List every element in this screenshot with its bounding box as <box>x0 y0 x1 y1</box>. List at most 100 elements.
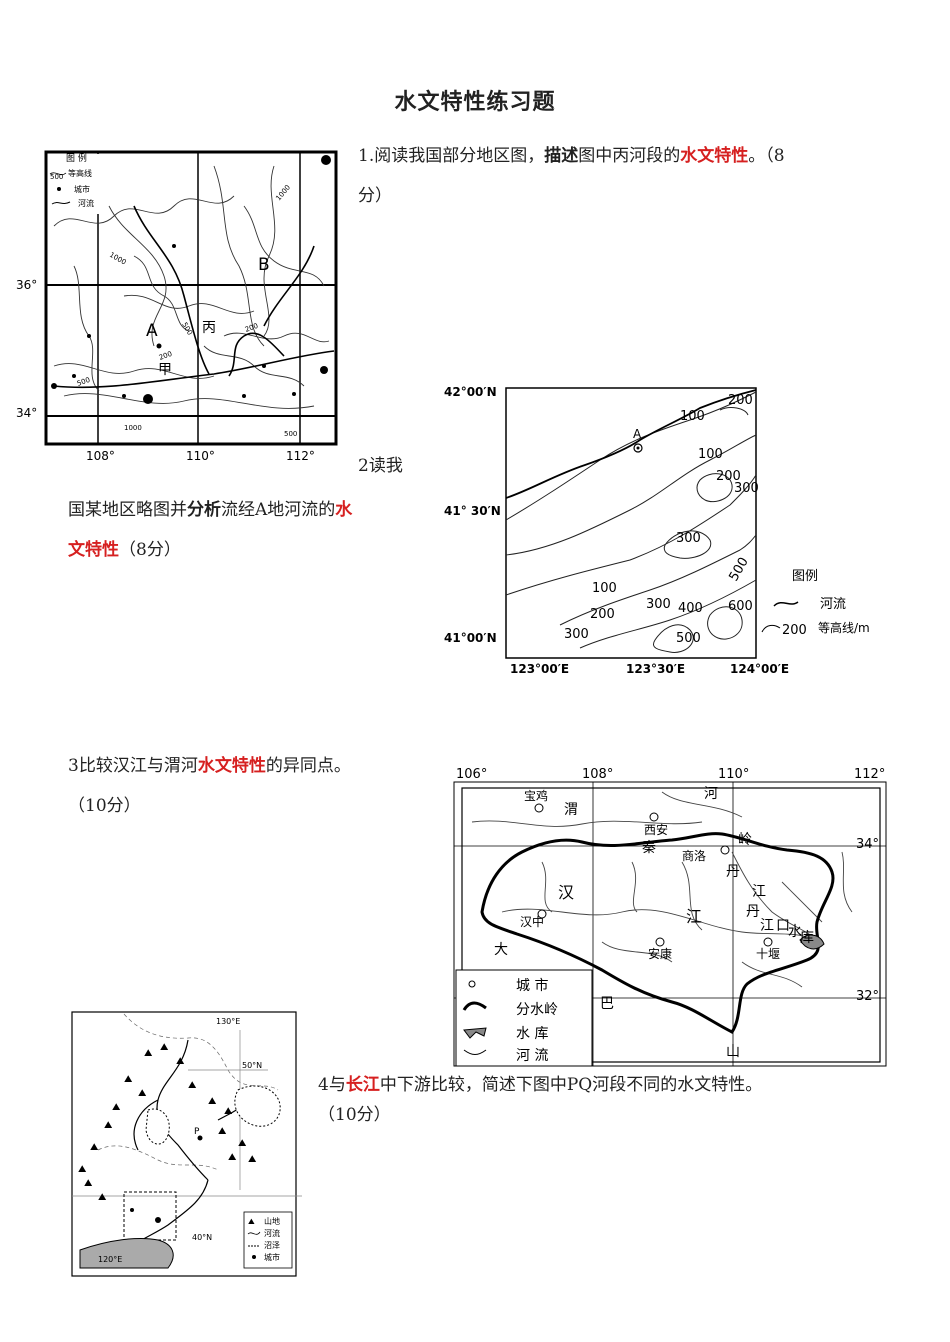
q3-suffix: 的异同点。 <box>265 756 351 776</box>
map3-char-ba: 巴 <box>600 996 614 1012</box>
map2-c-200b: 200 <box>716 469 741 484</box>
map2-point-A: A <box>633 427 642 441</box>
q4-suffix: 中下游比较，简述下图中PQ河段不同的水文特性。 <box>379 1075 763 1095</box>
map4-legend-swamp: 沼泽 <box>264 1241 280 1250</box>
svg-text:⛰: ⛰ <box>208 1096 217 1107</box>
map2-lat-41: 41°00′N <box>444 631 497 645</box>
map3-legend-city: 城 市 <box>516 977 548 994</box>
q1-red: 水文特性 <box>680 146 749 166</box>
map2-c-100c: 100 <box>592 581 617 596</box>
map2-c-400: 400 <box>678 601 703 616</box>
map4-point-P: P <box>194 1127 200 1137</box>
svg-text:⛰: ⛰ <box>144 1048 153 1059</box>
svg-text:⛰: ⛰ <box>228 1152 237 1163</box>
map3-lon-106: 106° <box>456 767 487 782</box>
map3-char-qin: 秦 <box>642 840 656 856</box>
map3-lat-34: 34° <box>856 837 879 852</box>
question-2: 国某地区略图并分析流经A地河流的水 文特性（8分） <box>68 490 418 570</box>
svg-text:⛰: ⛰ <box>84 1178 93 1189</box>
q1-line2: 分） <box>358 186 392 206</box>
map3-lat-32: 32° <box>856 989 879 1004</box>
page-title: 水文特性练习题 <box>394 89 556 115</box>
map3-city-hanzhong: 汉中 <box>520 914 544 929</box>
map2-c-200a: 200 <box>728 393 753 408</box>
q1-suffix: 。（8 <box>748 146 785 166</box>
map-4-northeast: P ⛰⛰⛰ ⛰⛰⛰ ⛰⛰⛰ ⛰⛰⛰ ⛰⛰⛰ ⛰⛰⛰ 130°E 50°N 40°… <box>71 1011 302 1277</box>
map3-char-han: 汉 <box>558 883 574 902</box>
map4-lat-40: 40°N <box>192 1233 212 1242</box>
map1-legend-river: 河流 <box>78 198 94 208</box>
svg-text:⛰: ⛰ <box>124 1074 133 1085</box>
map4-lon-120: 120°E <box>98 1255 122 1264</box>
map3-city-xian: 西安 <box>644 822 668 837</box>
map2-legend-200: 200 <box>782 623 807 638</box>
map1-contour-500c: 500 <box>284 430 297 438</box>
map1-legend-contour: 等高线 <box>68 168 92 178</box>
q4-red: 长江 <box>345 1075 380 1095</box>
svg-text:⛰: ⛰ <box>188 1080 197 1091</box>
q2-red2: 文特性 <box>68 540 119 560</box>
map1-label-A: A <box>146 321 158 341</box>
q1-bold: 描述 <box>544 146 579 166</box>
svg-text:⛰: ⛰ <box>238 1138 247 1149</box>
svg-text:⛰: ⛰ <box>90 1142 99 1153</box>
map2-c-100b: 100 <box>698 447 723 462</box>
question-2-head: 2读我 <box>358 456 403 476</box>
q2-prefix: 国某地区略图并 <box>68 500 187 520</box>
map2-lon-12330: 123°30′E <box>626 662 685 676</box>
map2-c-300a: 300 <box>734 481 759 496</box>
map3-char-ling: 岭 <box>738 832 752 848</box>
map3-city-baoji: 宝鸡 <box>524 788 548 803</box>
map1-lat-36: 36° <box>16 278 37 292</box>
map1-contour-1000c: 1000 <box>124 424 142 432</box>
svg-text:⛰: ⛰ <box>160 1042 169 1053</box>
map1-legend-title: 图 例 <box>66 152 87 164</box>
svg-text:⛰: ⛰ <box>248 1217 255 1226</box>
q1-prefix: 1.阅读我国部分地区图， <box>358 146 545 166</box>
q2-suffix: （8分） <box>119 540 181 560</box>
map1-lon-112: 112° <box>286 449 315 462</box>
svg-text:⛰: ⛰ <box>224 1106 233 1117</box>
map2-legend-title: 图例 <box>792 569 818 584</box>
map2-legend-river: 河流 <box>820 597 846 612</box>
map4-lat-50: 50°N <box>242 1061 262 1070</box>
map2-lat-4130: 41° 30′N <box>444 504 501 518</box>
map1-lon-110: 110° <box>186 449 215 462</box>
q2-red1: 水 <box>335 500 353 520</box>
map1-legend-500: 500 <box>50 173 63 181</box>
map4-legend-mountain: 山地 <box>264 1216 280 1226</box>
svg-text:⛰: ⛰ <box>218 1126 227 1137</box>
map3-legend-watershed: 分水岭 <box>516 1002 558 1018</box>
map-2-contour: A 200 100 100 200 300 300 100 200 300 30… <box>444 385 870 676</box>
question-3: 3比较汉江与渭河水文特性的异同点。 （10分） <box>68 746 428 826</box>
question-1: 1.阅读我国部分地区图，描述图中丙河段的水文特性。（8 分） <box>358 136 898 216</box>
map3-char-dan2: 丹 <box>746 904 760 920</box>
svg-text:⛰: ⛰ <box>104 1120 113 1131</box>
map2-legend-contour: 等高线/m <box>818 620 870 635</box>
map1-lon-108: 108° <box>86 449 115 462</box>
map3-char-shan: 山 <box>726 1044 740 1060</box>
map3-lon-110: 110° <box>718 767 749 782</box>
map3-city-shangluo: 商洛 <box>682 848 706 863</box>
map1-legend-city: 城市 <box>74 184 90 194</box>
q4-line2: （10分） <box>318 1105 391 1125</box>
map1-label-jia: 甲 <box>158 362 172 378</box>
svg-text:⛰: ⛰ <box>98 1192 107 1203</box>
map2-lon-124: 124°00′E <box>730 662 789 676</box>
map3-char-kou: 口 <box>776 918 790 934</box>
map3-city-ankang: 安康 <box>648 946 672 961</box>
map3-lon-108: 108° <box>582 767 613 782</box>
map3-char-jiang: 江 <box>686 907 702 926</box>
q3-line2: （10分） <box>68 796 141 816</box>
map3-char-jiang3: 江 <box>760 918 774 934</box>
svg-text:⛰: ⛰ <box>112 1102 121 1113</box>
map1-label-B: B <box>258 255 270 275</box>
map3-city-shiyan: 十堰 <box>756 947 780 961</box>
map3-char-shui: 水 <box>788 924 802 940</box>
q2-bold: 分析 <box>187 500 221 520</box>
map4-legend-river: 河流 <box>264 1228 280 1238</box>
map2-c-200c: 200 <box>590 607 615 622</box>
map2-c-300d: 300 <box>646 597 671 612</box>
map3-char-wei: 渭 <box>564 802 578 818</box>
map2-lat-42: 42°00′N <box>444 385 497 399</box>
